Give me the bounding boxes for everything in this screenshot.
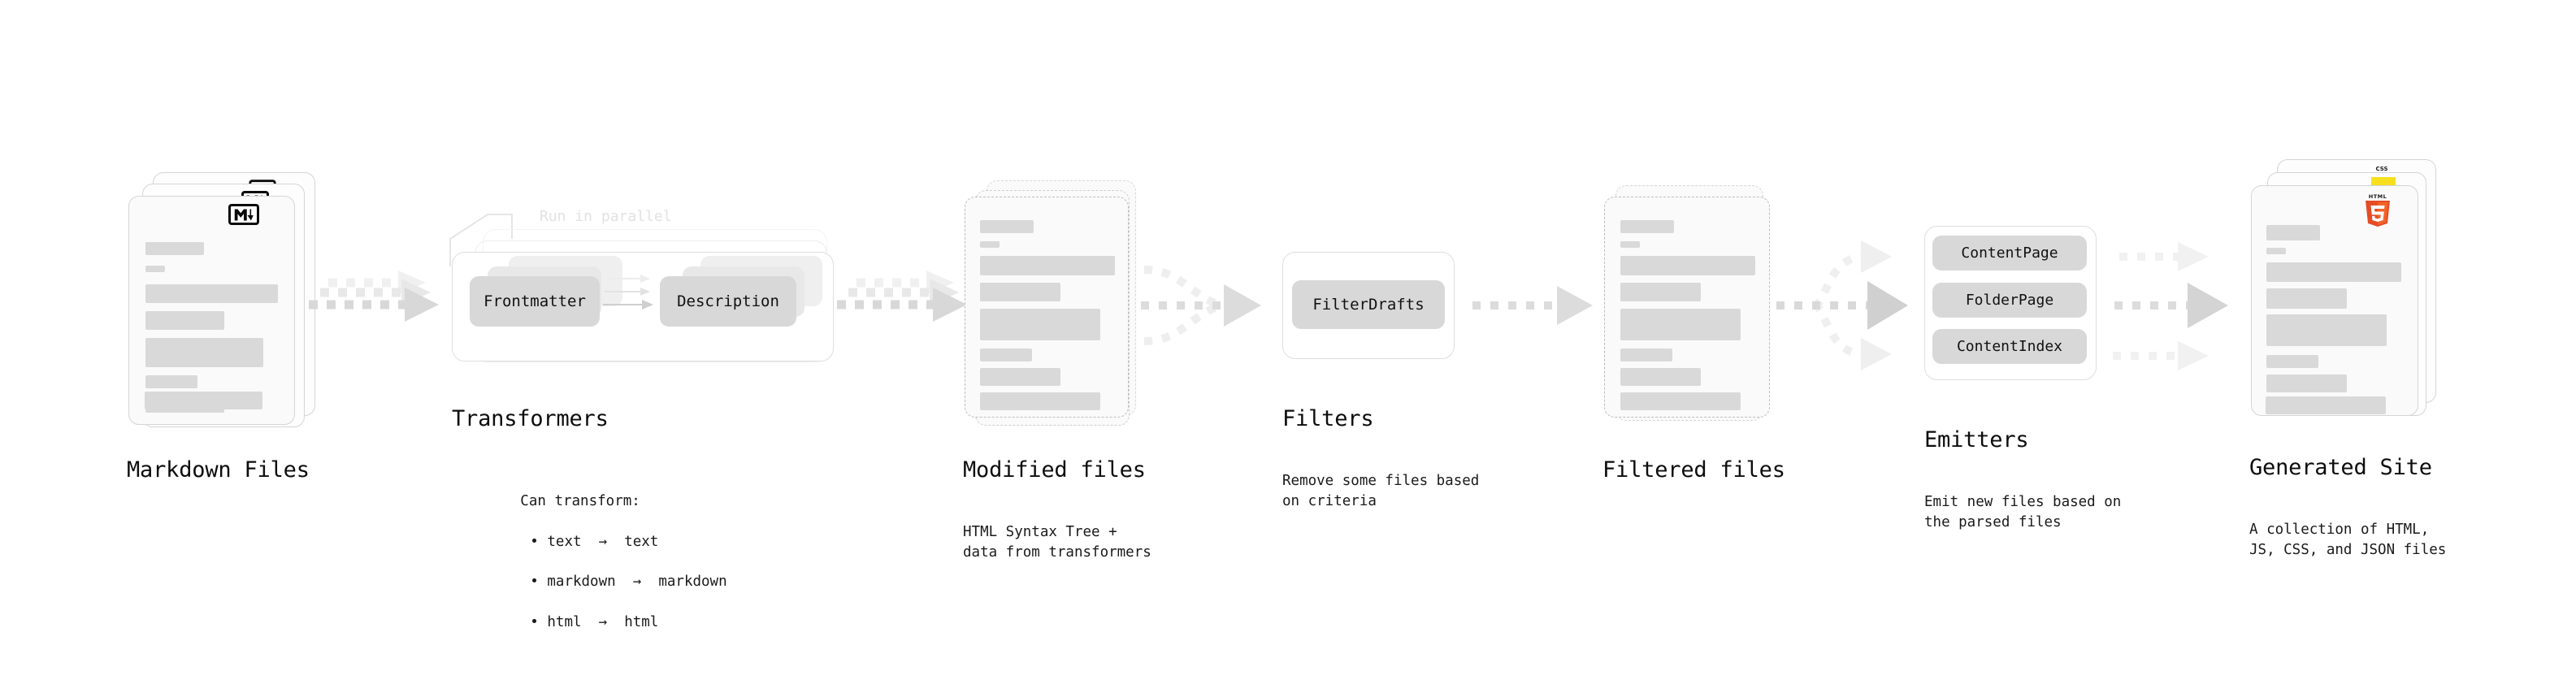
markdown-placeholder-lines (129, 197, 294, 424)
connector-filtered-to-emitters (1776, 236, 1931, 374)
stage-subtitle-transformers: Can transform: • text → text • markdown … (452, 471, 727, 653)
transformers-bullet-0: • text → text (530, 533, 659, 550)
stage-subtitle-modified-files: HTML Syntax Tree + data from transformer… (963, 524, 1151, 561)
emitters-chip-contentpage[interactable]: ContentPage (1932, 236, 2087, 271)
stage-title-emitters: Emitters (1924, 427, 2029, 452)
html5-icon: HTML (2363, 193, 2392, 227)
modified-placeholder-lines (965, 197, 1128, 417)
site-placeholder-lines (2252, 186, 2418, 415)
parallel-leader-line (449, 214, 513, 266)
connector-modified-to-filters (1134, 258, 1289, 364)
svg-text:HTML: HTML (2369, 193, 2387, 200)
stage-title-filters: Filters (1282, 406, 1374, 431)
transformers-bullet-2: • html → html (530, 613, 659, 630)
connector-emitters-to-site (2113, 236, 2259, 374)
emitters-chip-contentindex[interactable]: ContentIndex (1932, 329, 2087, 364)
stage-title-generated-site: Generated Site (2249, 455, 2432, 480)
transformers-caption-lead: Can transform: (520, 492, 640, 509)
stage-subtitle-generated-site: A collection of HTML, JS, CSS, and JSON … (2249, 522, 2447, 558)
parallel-label: Run in parallel (540, 208, 672, 225)
site-line-last (2266, 396, 2386, 414)
markdown-card-front (128, 196, 295, 425)
connector-md-to-transformers (302, 268, 449, 349)
transformer-chip-description[interactable]: Description (660, 276, 796, 327)
filters-chip-filterdrafts[interactable]: FilterDrafts (1292, 280, 1445, 329)
emitters-chip-folderpage[interactable]: FolderPage (1932, 283, 2087, 318)
stage-title-filtered-files: Filtered files (1602, 457, 1785, 483)
filtered-card-front (1604, 197, 1770, 418)
svg-text:CSS: CSS (2375, 166, 2387, 172)
stage-title-markdown-files: Markdown Files (127, 457, 310, 483)
connector-transformers-to-modified (830, 268, 977, 349)
stage-title-transformers: Transformers (452, 406, 609, 431)
stage-subtitle-emitters: Emit new files based on the parsed files (1924, 494, 2122, 530)
markdown-icon-front (228, 204, 259, 225)
transformer-inner-arrows (603, 275, 653, 310)
markdown-line-last (145, 392, 262, 409)
site-card-front (2251, 185, 2418, 416)
stage-title-modified-files: Modified files (963, 457, 1146, 483)
filtered-placeholder-lines (1605, 197, 1769, 417)
transformer-chip-frontmatter[interactable]: Frontmatter (470, 276, 600, 327)
stage-subtitle-filters: Remove some files based on criteria (1282, 473, 1480, 509)
transformers-bullet-1: • markdown → markdown (530, 574, 727, 591)
modified-card-front (965, 197, 1129, 418)
connector-filters-to-filtered (1469, 286, 1607, 340)
